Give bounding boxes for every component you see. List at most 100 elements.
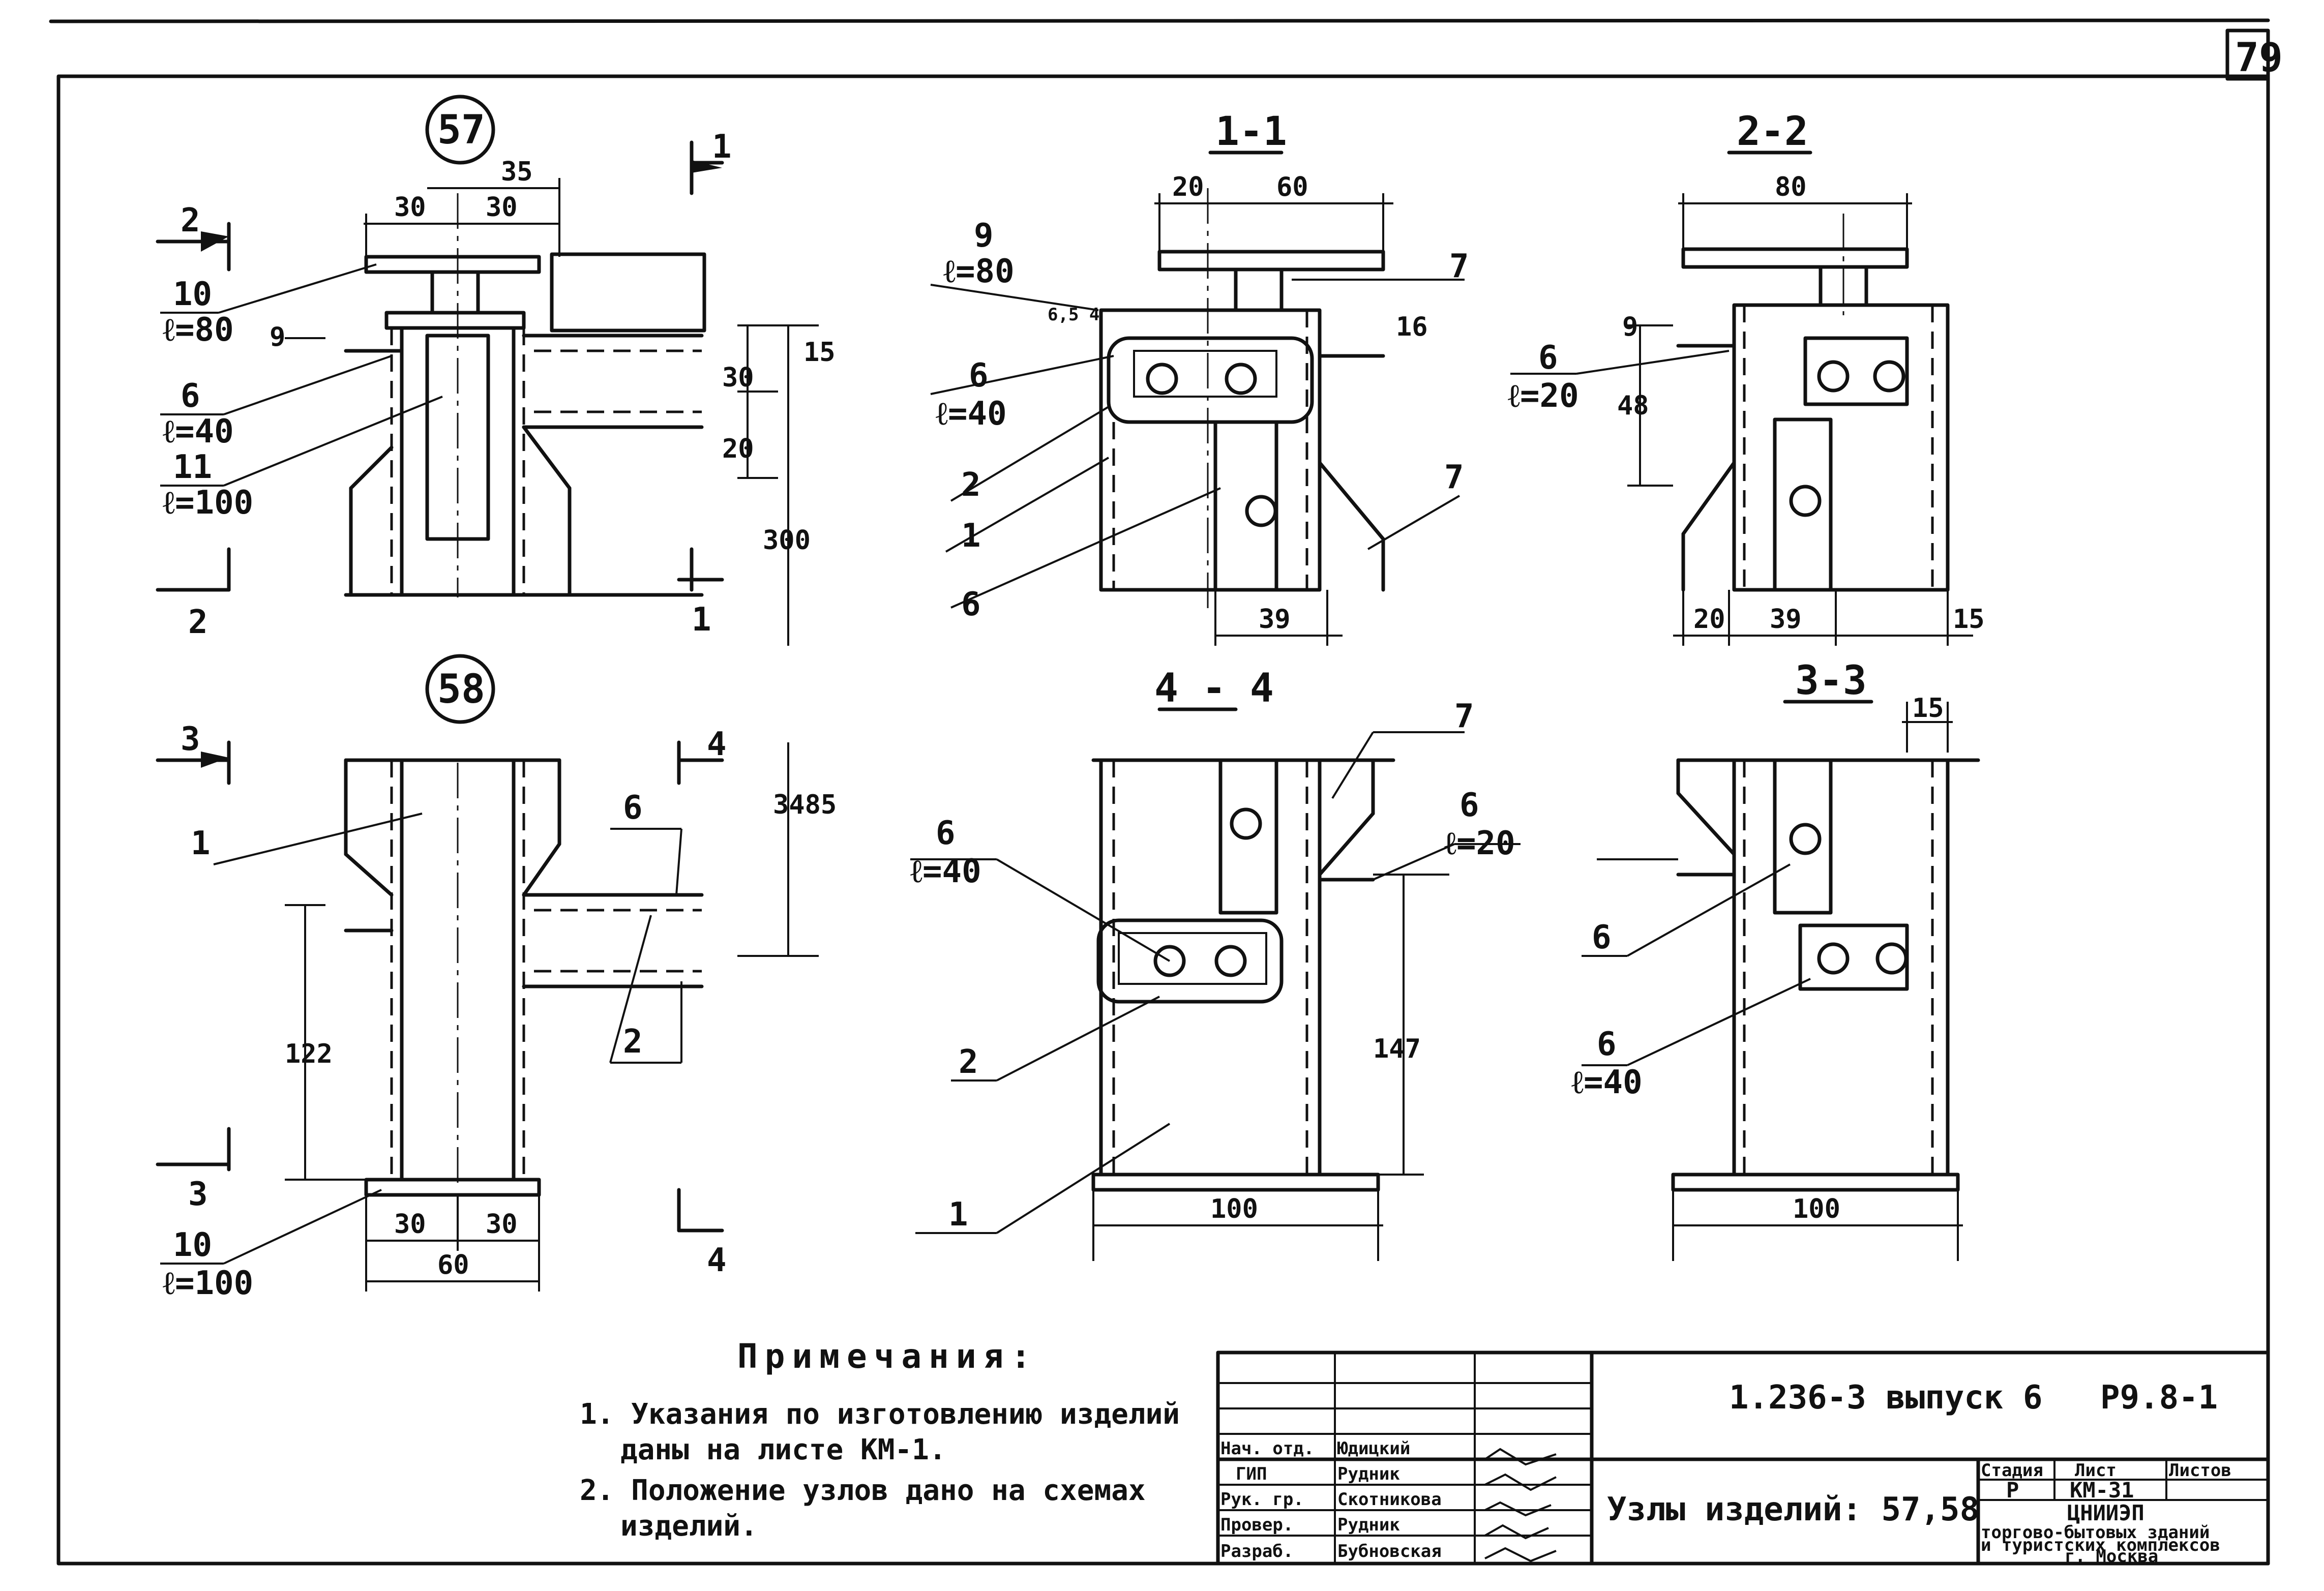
dim-35: 35 — [501, 157, 533, 187]
dim-9-s22: 9 — [1622, 312, 1638, 342]
part-7-s11: 7 — [1449, 248, 1469, 285]
part-6b-s33: 6 — [1597, 1026, 1617, 1063]
dim-100-s33: 100 — [1793, 1194, 1840, 1224]
part-9-l: ℓ=80 — [943, 253, 1015, 290]
part-2-s11: 2 — [961, 466, 981, 504]
note-2a: 2. Положение узлов дано на схемах — [580, 1474, 1146, 1507]
note-1a: 1. Указания по изготовлению изделий — [580, 1398, 1180, 1431]
tb-name: Узлы изделий: 57,58 — [1607, 1491, 1979, 1528]
dim-60-s11: 60 — [1276, 172, 1308, 202]
node-58-drawing — [156, 654, 819, 1292]
part-6b-s44: 6 — [1459, 787, 1479, 824]
mark-4-top: 4 — [707, 726, 727, 763]
part-6b-s11: 6 — [961, 586, 981, 623]
tb-name-2: Скотникова — [1337, 1489, 1442, 1510]
dim-100-s44: 100 — [1210, 1194, 1258, 1224]
page-number: 79 — [2235, 35, 2283, 81]
dim-16-s11: 16 — [1396, 312, 1428, 342]
part-10-l: ℓ=80 — [163, 311, 234, 349]
dim-20-s22: 20 — [1693, 604, 1725, 635]
section-1-1-drawing — [930, 151, 1465, 646]
dim-30b: 30 — [486, 192, 518, 223]
tb-name-1: Рудник — [1337, 1464, 1400, 1484]
tb-role-0: Нач. отд. — [1220, 1438, 1314, 1459]
part-6-s11: 6 — [969, 357, 989, 395]
dim-48-s22: 48 — [1617, 391, 1649, 421]
part-6b-s44-l: ℓ=20 — [1444, 825, 1515, 862]
part-7b-s11: 7 — [1444, 459, 1464, 496]
dim-15: 15 — [803, 337, 836, 368]
section-2-2-title: 2-2 — [1737, 109, 1808, 155]
tb-role-4: Разраб. — [1220, 1541, 1293, 1562]
part-2-s44: 2 — [959, 1043, 978, 1081]
mark-3-bot: 3 — [188, 1176, 208, 1213]
tb-name-4: Бубновская — [1337, 1541, 1442, 1562]
dim-30c: 30 — [722, 363, 754, 393]
notes-title: Примечания: — [737, 1337, 1038, 1376]
part-11-l: ℓ=100 — [163, 484, 253, 522]
part-6b-s33-l: ℓ=40 — [1571, 1064, 1643, 1101]
dim-300: 300 — [763, 525, 811, 556]
section-1-1-title: 1-1 — [1215, 109, 1287, 155]
part-1-s44: 1 — [948, 1196, 968, 1234]
part-9: 9 — [974, 217, 994, 255]
dim-15-s22: 15 — [1953, 604, 1985, 635]
part-10: 10 — [173, 276, 212, 313]
mark-1-bot: 1 — [692, 601, 711, 639]
part-6-s22-l: ℓ=20 — [1508, 377, 1579, 415]
section-4-4-title: 4 - 4 — [1154, 666, 1274, 711]
tb-name-3: Рудник — [1337, 1515, 1400, 1535]
dim-20: 20 — [722, 434, 754, 464]
part-10-n58: 10 — [173, 1226, 212, 1264]
tb-org4: г. Москва — [2065, 1546, 2158, 1567]
part-6-s11-l: ℓ=40 — [936, 395, 1007, 433]
dim-30-n58a: 30 — [394, 1209, 426, 1240]
note-1b: даны на листе КМ-1. — [620, 1433, 946, 1466]
dim-30-n58b: 30 — [486, 1209, 518, 1240]
section-2-2-drawing — [1510, 151, 1973, 646]
part-10-n58-l: ℓ=100 — [163, 1265, 253, 1302]
dim-15-s33: 15 — [1912, 693, 1944, 724]
dim-60-n58: 60 — [437, 1250, 469, 1280]
tb-org2: торгово-бытовых зданий — [1981, 1522, 2210, 1543]
note-2b: изделий. — [620, 1510, 758, 1543]
part-6-s22: 6 — [1538, 339, 1558, 377]
part-6-s33: 6 — [1592, 919, 1612, 956]
node-57-drawing — [156, 95, 819, 646]
tb-org3: и туристских комплексов — [1981, 1535, 2220, 1555]
mark-2-top: 2 — [181, 202, 200, 239]
node-58-number: 58 — [437, 667, 485, 712]
tb-code: 1.236-3 выпуск 6 — [1729, 1379, 2043, 1417]
part-6: 6 — [181, 377, 200, 415]
mark-1-top: 1 — [712, 128, 732, 166]
tb-sheet: КМ-31 — [2070, 1478, 2134, 1503]
tb-role-3: Провер. — [1220, 1515, 1293, 1535]
part-6-l: ℓ=40 — [163, 413, 234, 451]
dim-39-s22: 39 — [1770, 604, 1802, 635]
part-1-s11: 1 — [961, 517, 981, 555]
part-6-n58: 6 — [623, 789, 643, 827]
dim-20-s11: 20 — [1172, 172, 1204, 202]
dim-147: 147 — [1373, 1034, 1421, 1064]
dim-654-s11: 6,5 4 — [1048, 305, 1099, 325]
mark-2-bot: 2 — [188, 604, 208, 641]
part-1-n58: 1 — [191, 825, 211, 862]
part-6-s44: 6 — [936, 815, 956, 852]
tb-stage: Р — [2006, 1478, 2019, 1503]
section-4-4-drawing — [910, 707, 1521, 1261]
dim-39-s11: 39 — [1259, 604, 1291, 635]
part-7-s44: 7 — [1454, 698, 1474, 735]
tb-role-1: ГИП — [1236, 1464, 1267, 1484]
tb-org: ЦНИИЭП — [2067, 1500, 2144, 1525]
tb-name-0: Юдицкий — [1337, 1438, 1410, 1459]
tb-stage-h: Стадия — [1981, 1460, 2043, 1481]
node-57-number: 57 — [437, 107, 485, 153]
dim-122: 122 — [285, 1039, 333, 1069]
dim-80-s22: 80 — [1775, 172, 1807, 202]
tb-role-2: Рук. гр. — [1220, 1489, 1304, 1510]
mark-4-bot: 4 — [707, 1242, 727, 1279]
tb-sheet-h: Лист — [2075, 1460, 2117, 1481]
dim-3485: 3485 — [773, 790, 837, 820]
section-3-3-drawing — [1582, 700, 1980, 1261]
section-3-3-title: 3-3 — [1795, 658, 1867, 704]
